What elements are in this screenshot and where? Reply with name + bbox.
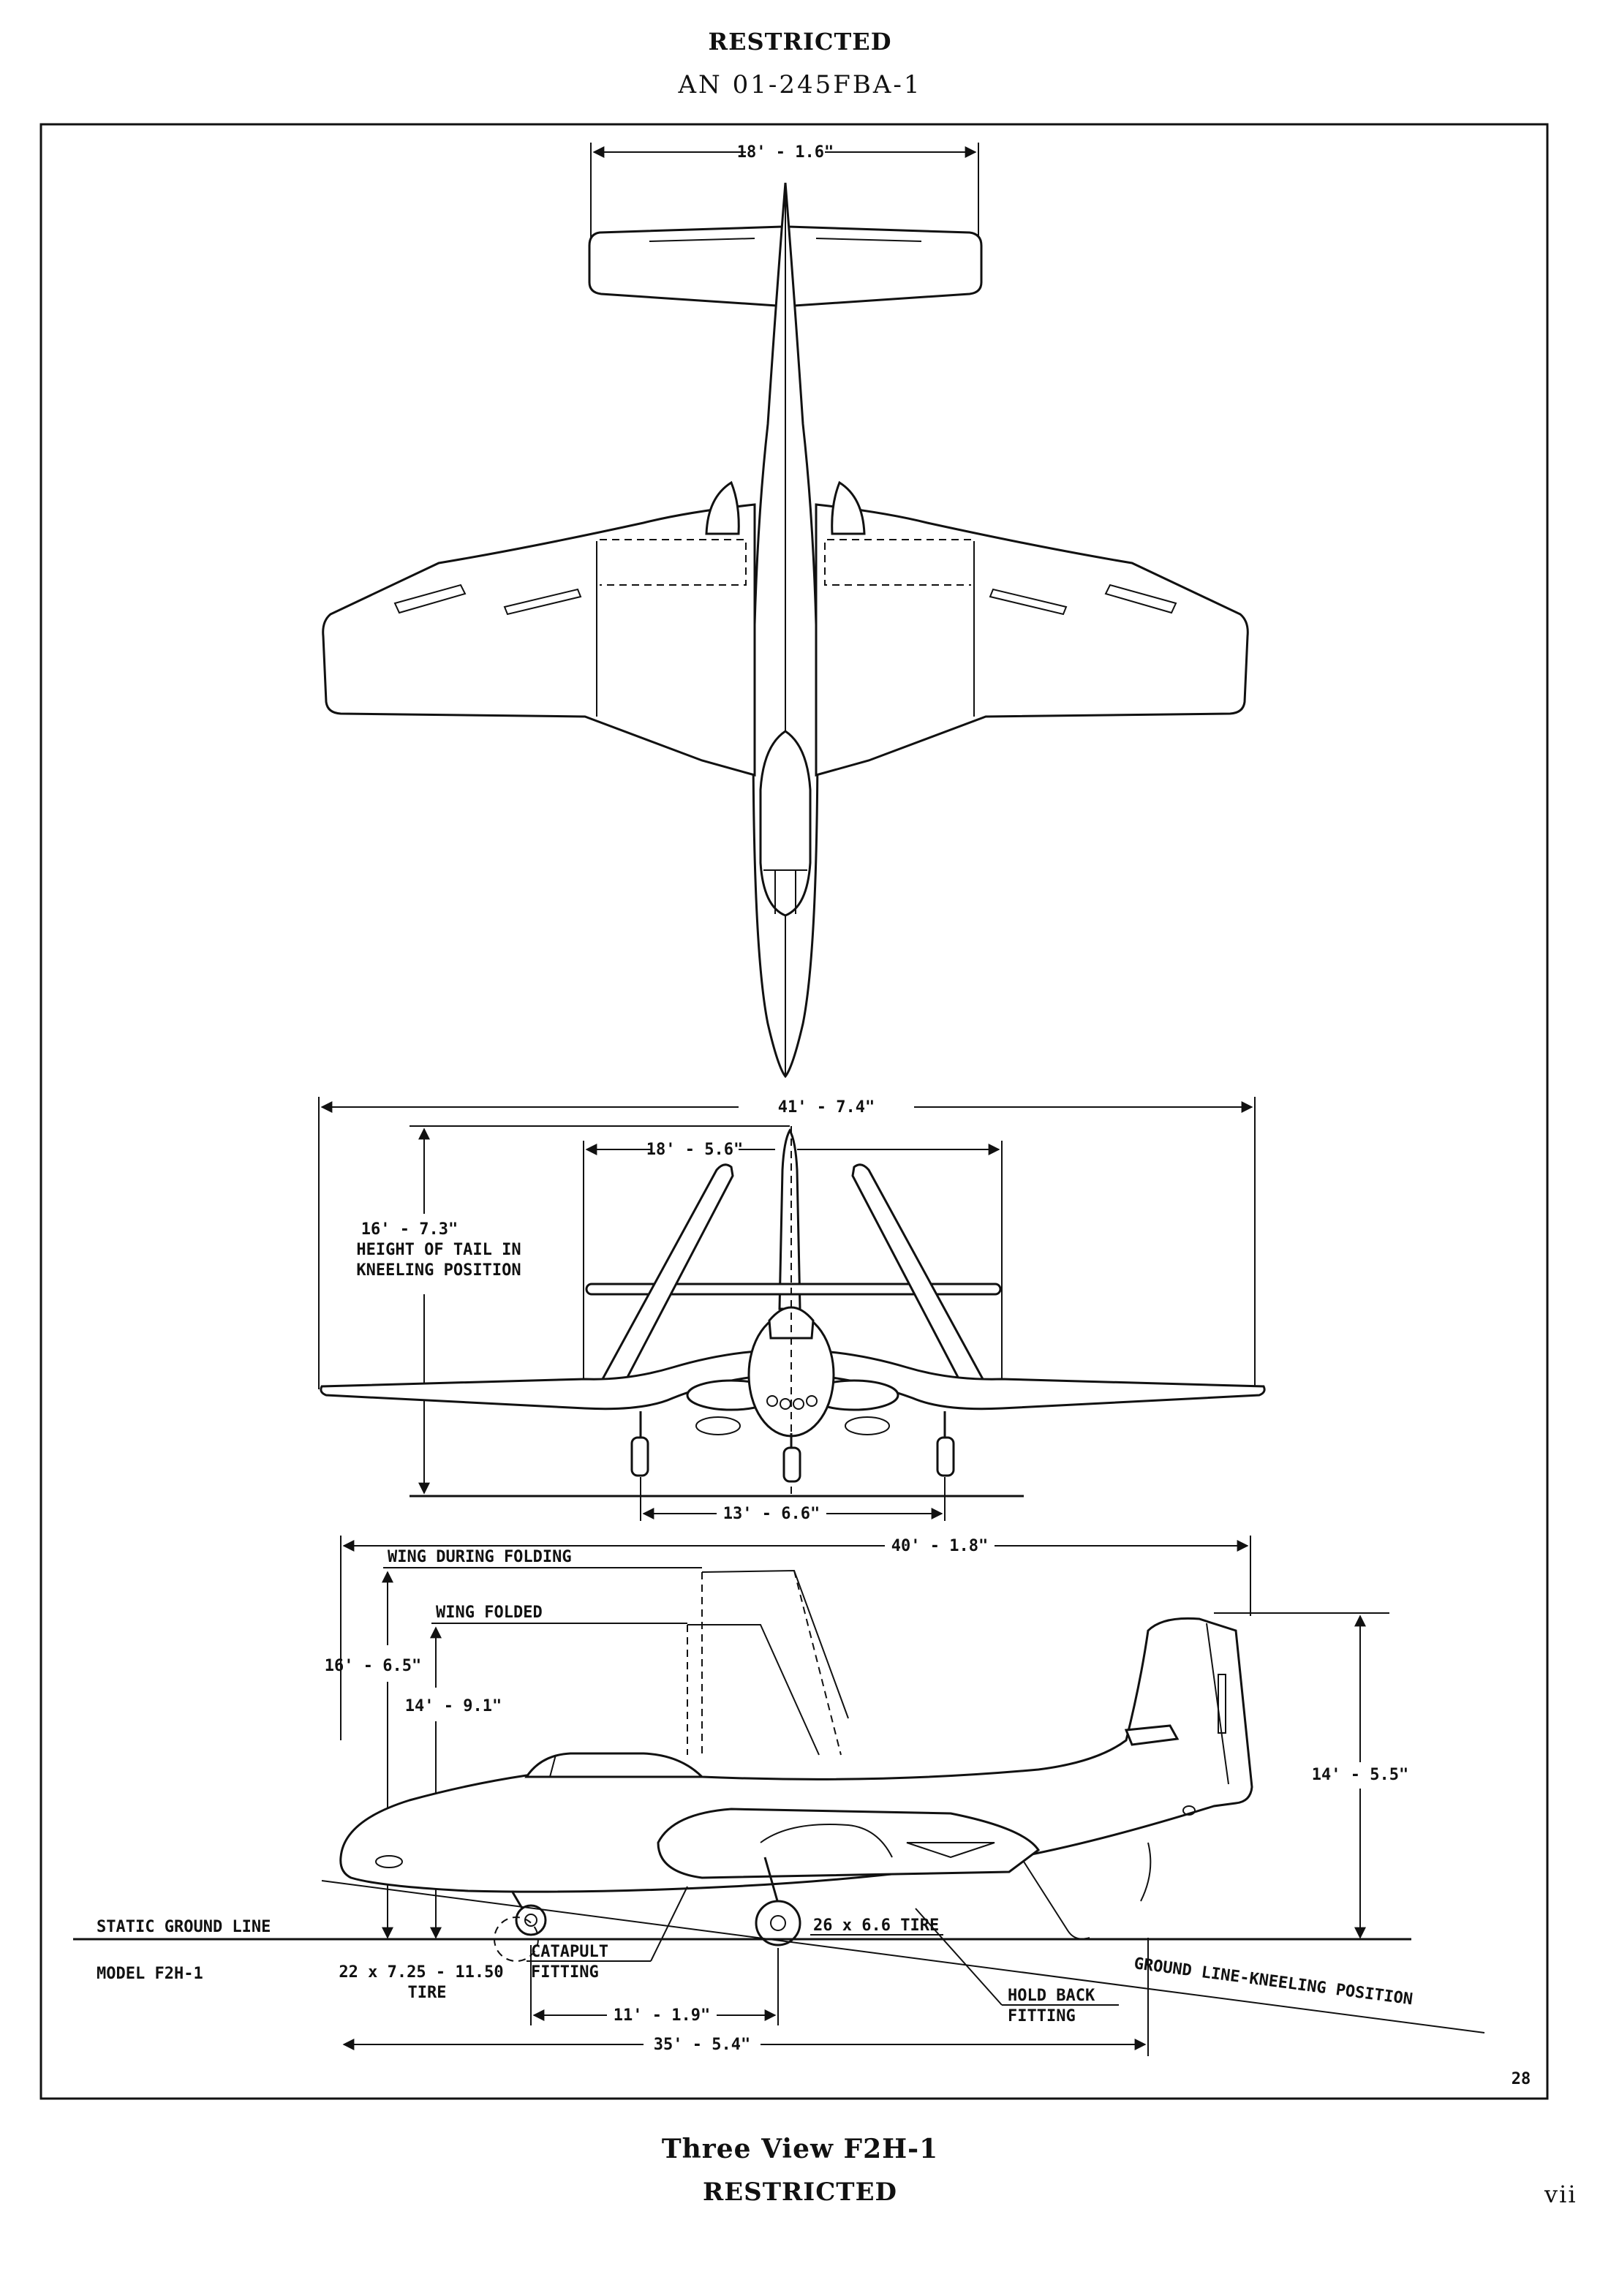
side-view: 40' - 1.8" WING DURING FOLDING WING FOLD… [73,1536,1485,2056]
dim-height-folded: 14' - 9.1" [405,1697,502,1715]
wing-folded-label: WING FOLDED [436,1604,543,1622]
figure-caption: Three View F2H-1 [661,2134,939,2164]
catapult-label-1: CATAPULT [531,1943,608,1961]
nose-tire-label-2: TIRE [408,1984,447,2002]
dim-wing-span: 41' - 7.4" [778,1098,875,1117]
nose-tire-label-1: 22 x 7.25 - 11.50 [339,1963,503,1982]
dim-tread: 13' - 6.6" [723,1505,820,1523]
figure-number: 28 [1512,2070,1531,2088]
main-tire-label: 26 x 6.6 TIRE [813,1917,939,1935]
model-label: MODEL F2H-1 [97,1965,203,1983]
tail-height-note-2: KNEELING POSITION [356,1261,521,1280]
dim-height-folding: 16' - 6.5" [325,1657,421,1675]
static-ground-line-label: STATIC GROUND LINE [97,1918,271,1936]
tail-height-note-1: HEIGHT OF TAIL IN [356,1241,521,1259]
security-marking-bottom: RESTRICTED [703,2178,897,2207]
dim-overall-kneeling: 35' - 5.4" [654,2036,750,2054]
dim-tail-height: 16' - 7.3" [361,1220,458,1239]
figure-frame [39,123,1549,2100]
front-view: 41' - 7.4" 18' - 5.6" 16' - 7.3" HEIGHT … [318,1097,1266,1523]
security-marking-top: RESTRICTED [708,28,892,56]
catapult-label-2: FITTING [531,1963,599,1982]
holdback-label-2: FITTING [1008,2007,1076,2025]
document-number: AN 01-245FBA-1 [678,70,922,99]
dim-tail-span: 18' - 1.6" [737,143,834,162]
page-number: vii [1544,2180,1577,2208]
dim-wheelbase: 11' - 1.9" [614,2006,710,2025]
wing-during-folding-label: WING DURING FOLDING [388,1548,572,1566]
holdback-label-1: HOLD BACK [1008,1987,1095,2005]
dim-height-tail: 14' - 5.5" [1312,1766,1408,1784]
plan-view: 18' - 1.6" [322,143,1249,1079]
ground-line-kneeling-label: GROUND LINE-KNEELING POSITION [1133,1955,1414,2009]
dim-length: 40' - 1.8" [891,1537,988,1555]
dim-folded-span: 18' - 5.6" [646,1141,743,1159]
